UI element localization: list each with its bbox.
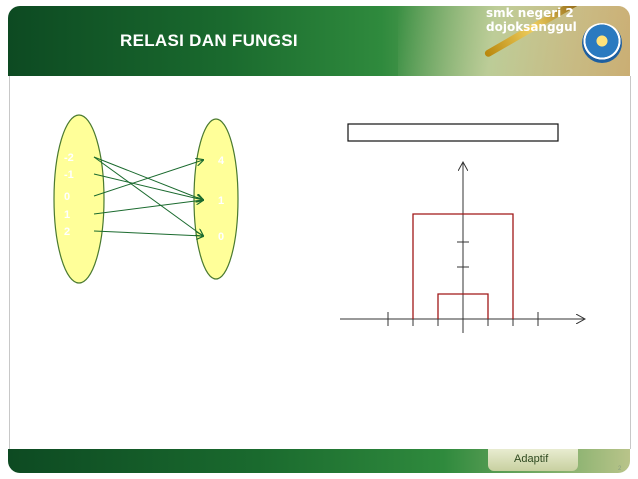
footer-label: Adaptif (514, 453, 549, 465)
school-logo-icon (582, 23, 622, 63)
graph-outer-line (412, 213, 514, 319)
mapping-arrow (93, 230, 203, 236)
codomain-value: 0 (218, 231, 224, 243)
domain-value: -2 (64, 152, 74, 164)
slide-title: RELASI DAN FUNGSI (120, 31, 298, 50)
footer-tab (488, 449, 578, 471)
school-name: smk negeri 2 dojoksanggul (486, 6, 577, 34)
mapping-arrow (93, 173, 203, 200)
domain-value: 2 (64, 226, 70, 238)
codomain-value: 1 (218, 195, 224, 207)
domain-ellipse (53, 114, 105, 284)
domain-value: 1 (64, 209, 70, 221)
domain-value: 0 (64, 191, 70, 203)
mapping-arrow (93, 200, 203, 215)
slide-content (9, 76, 631, 449)
mapping-arrow (93, 156, 203, 236)
page-number: 2 (618, 466, 622, 472)
mapping-arrow (93, 160, 203, 197)
codomain-value: 4 (218, 155, 225, 167)
graph-inner-line (437, 293, 489, 319)
domain-value: -1 (64, 169, 74, 181)
graph-caption-box (347, 123, 559, 142)
